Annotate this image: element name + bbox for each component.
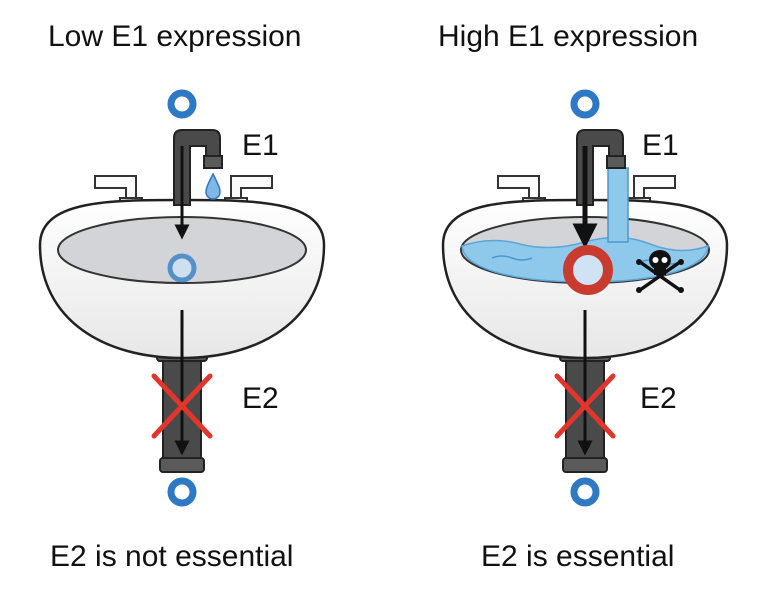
- panel-right-conclusion: E2 is essential: [481, 540, 675, 573]
- panel-left-title: Low E1 expression: [48, 20, 302, 53]
- drain-label-right: E2: [640, 382, 677, 415]
- tap-label-right: E1: [642, 129, 679, 162]
- drain-pipe-foot-right: [562, 457, 608, 473]
- sink-right: E1 E2: [441, 89, 729, 507]
- cross-mark-left-icon: [151, 373, 213, 439]
- inflow-node-right-icon: [570, 89, 600, 119]
- skull-crossbones-icon: [636, 250, 684, 293]
- faucet-tip-left: [203, 155, 223, 169]
- faucet-tip-right: [606, 155, 626, 169]
- handle-left-b: [230, 175, 273, 201]
- sink-left: E1 E2: [38, 89, 326, 507]
- panel-left-conclusion: E2 is not essential: [50, 540, 294, 573]
- outflow-node-left-icon: [167, 477, 197, 507]
- cross-mark-right-icon: [554, 373, 616, 439]
- handle-right-b: [633, 175, 676, 201]
- inflow-node-left-icon: [167, 89, 197, 119]
- handle-right-a: [497, 175, 540, 201]
- drain-label-left: E2: [242, 382, 279, 415]
- panel-right-title: High E1 expression: [438, 20, 699, 53]
- blocked-drain-icon: [563, 245, 613, 295]
- water-stream: [607, 167, 629, 243]
- handle-left-a: [94, 175, 137, 201]
- outflow-node-right-icon: [570, 477, 600, 507]
- tap-label-left: E1: [242, 129, 279, 162]
- water-drop-icon: [205, 172, 221, 200]
- drain-node-left-icon: [167, 253, 197, 283]
- drain-pipe-foot-left: [159, 457, 205, 473]
